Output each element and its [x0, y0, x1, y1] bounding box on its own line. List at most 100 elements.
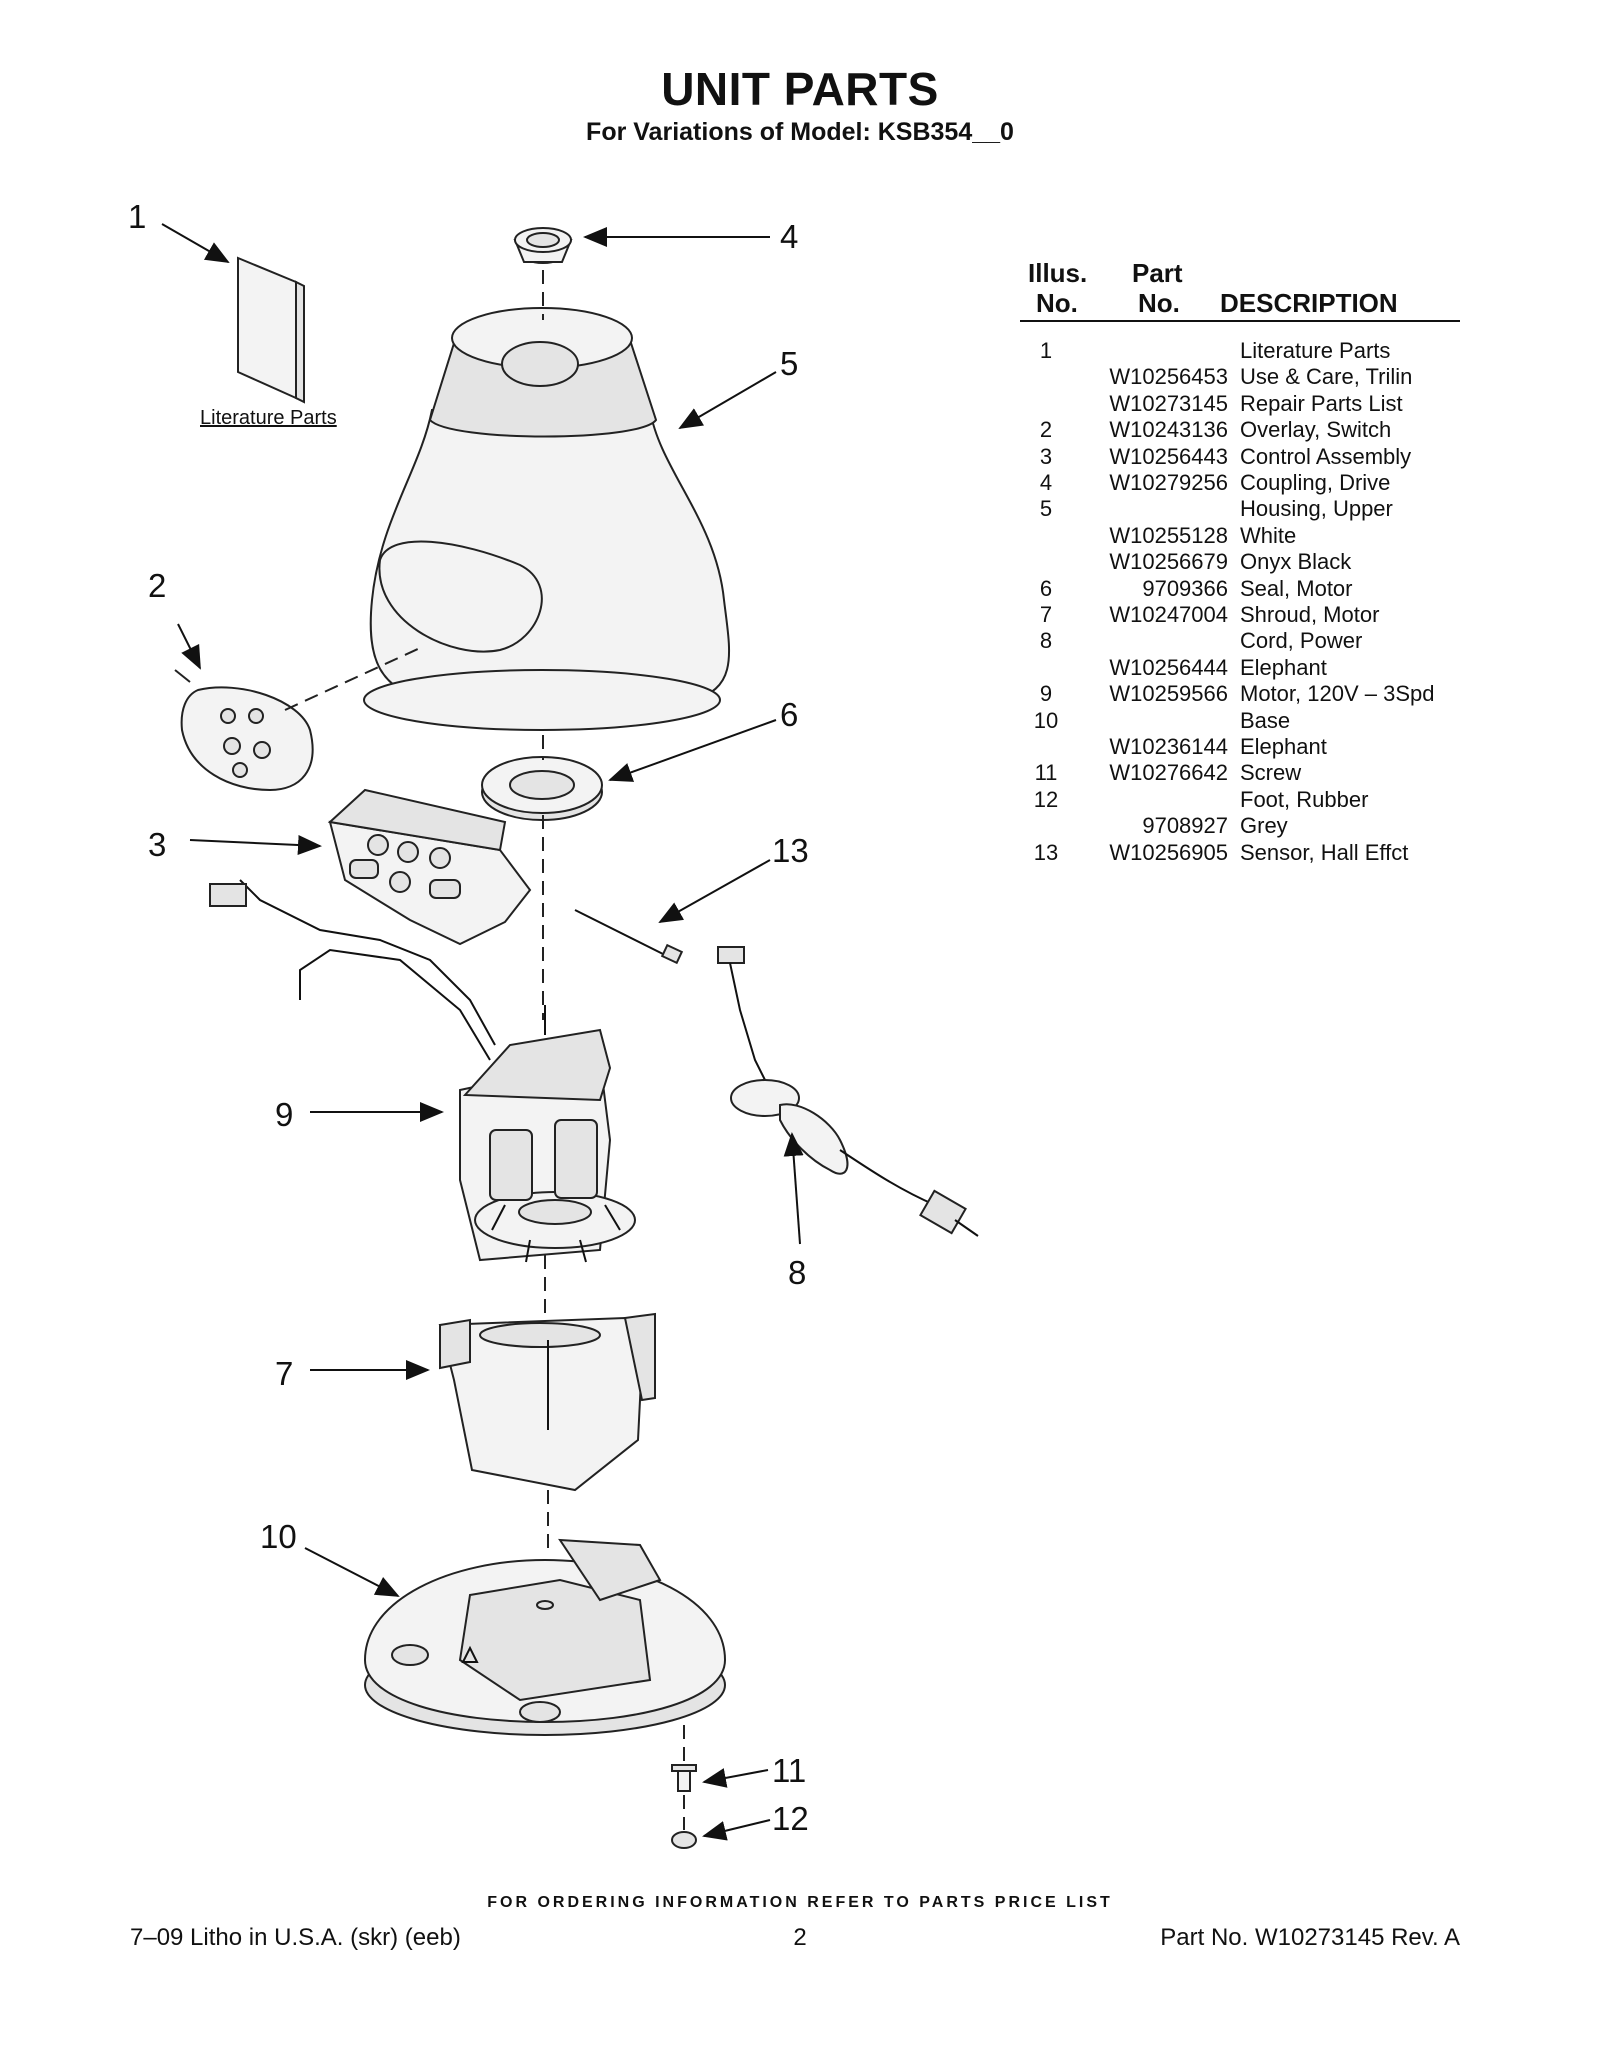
power-cord — [717, 946, 979, 1237]
header-part-line2: No. — [1138, 288, 1180, 318]
ordering-note: FOR ORDERING INFORMATION REFER TO PARTS … — [487, 1894, 1113, 1911]
leader-12 — [702, 1819, 771, 1841]
description-cell: White — [1240, 522, 1297, 548]
rubber-foot — [671, 1831, 697, 1849]
description-cell: Screw — [1240, 760, 1302, 786]
illus-cell: 13 — [1033, 839, 1059, 865]
illus-cell: 11 — [1034, 760, 1058, 786]
callout-5: 5 — [780, 345, 798, 382]
description-cell: Sensor, Hall Effct — [1240, 839, 1409, 865]
illus-cell: 10 — [1033, 707, 1059, 733]
illus-cell: 1 — [1039, 338, 1053, 363]
description-cell: Literature Parts — [1240, 338, 1391, 363]
upper-housing — [363, 307, 730, 731]
part-number-cell: W10259566 — [1109, 681, 1228, 707]
leader-8 — [783, 1132, 804, 1245]
description-cell: Cord, Power — [1240, 628, 1363, 654]
part-number-cell: W10256453 — [1109, 364, 1228, 390]
illus-cell: 4 — [1039, 470, 1053, 495]
part-number-cell: W10256444 — [1109, 654, 1228, 680]
description-cell: Foot, Rubber — [1240, 786, 1369, 812]
description-cell: Base — [1240, 707, 1291, 733]
part-number-cell: 9708927 — [1142, 813, 1228, 839]
illus-cell: 3 — [1039, 443, 1053, 469]
motor-shroud — [438, 1312, 656, 1492]
leader-2 — [177, 623, 201, 670]
description-cell: Elephant — [1240, 654, 1327, 680]
leader-1 — [161, 223, 230, 263]
part-number-cell: W10256679 — [1109, 549, 1228, 575]
illus-cell: 9 — [1039, 681, 1053, 707]
description-cell: Grey — [1240, 813, 1288, 839]
model-subtitle: For Variations of Model: KSB354__0 — [586, 118, 1014, 146]
page-number: 2 — [793, 1924, 807, 1951]
literature-parts-label: Literature Parts — [200, 407, 337, 429]
control-wire — [239, 879, 496, 1046]
footer-part-number: Part No. W10273145 Rev. A — [1160, 1924, 1460, 1951]
base — [363, 1538, 727, 1736]
part-number-cell: W10256443 — [1109, 443, 1228, 469]
description-cell: Control Assembly — [1240, 443, 1412, 469]
switch-overlay — [174, 669, 314, 792]
illus-cell: 5 — [1039, 496, 1053, 522]
part-number-cell: W10276642 — [1109, 760, 1228, 786]
illus-cell: 12 — [1033, 786, 1059, 812]
callout-2: 2 — [148, 567, 166, 604]
callout-10: 10 — [260, 1518, 297, 1555]
part-number-cell: W10243136 — [1109, 417, 1228, 443]
description-cell: Housing, Upper — [1240, 496, 1393, 522]
description-cell: Overlay, Switch — [1240, 417, 1392, 443]
callout-6: 6 — [780, 696, 798, 733]
header-part-line1: Part — [1132, 258, 1183, 288]
leader-13 — [658, 859, 771, 923]
description-cell: Elephant — [1240, 734, 1327, 759]
description-cell: Use & Care, Trilin — [1240, 364, 1413, 390]
motor — [459, 1005, 636, 1263]
hall-sensor — [574, 909, 684, 965]
header-illus-line2: No. — [1036, 288, 1078, 318]
illus-cell: 2 — [1039, 417, 1053, 443]
part-number-cell: W10256905 — [1109, 839, 1228, 865]
motor-wire — [299, 948, 491, 1061]
callout-13: 13 — [772, 832, 809, 869]
callout-11: 11 — [772, 1752, 806, 1789]
header-rule — [1020, 320, 1460, 322]
literature-booklet — [237, 256, 305, 404]
header-illus-line1: Illus. — [1028, 258, 1088, 288]
part-number-cell: W10273145 — [1109, 390, 1228, 416]
callout-3: 3 — [148, 826, 166, 863]
part-number-cell: W10279256 — [1109, 470, 1228, 495]
callout-7: 7 — [275, 1355, 293, 1392]
control-assembly — [327, 788, 532, 946]
callout-4: 4 — [780, 218, 798, 255]
illus-cell: 8 — [1039, 628, 1053, 654]
footer-litho: 7–09 Litho in U.S.A. (skr) (eeb) — [130, 1924, 461, 1951]
callout-1: 1 — [128, 198, 146, 235]
leader-11 — [702, 1768, 769, 1788]
description-cell: Shroud, Motor — [1240, 602, 1380, 627]
leader-3 — [189, 834, 322, 855]
part-number-cell: W10255128 — [1109, 522, 1228, 548]
drive-coupling — [513, 227, 573, 264]
description-cell: Coupling, Drive — [1240, 470, 1391, 495]
header-description: DESCRIPTION — [1220, 288, 1398, 318]
page-title: UNIT PARTS — [661, 63, 939, 115]
callout-12: 12 — [772, 1800, 809, 1837]
leader-10 — [304, 1547, 400, 1597]
motor-seal — [481, 756, 603, 821]
description-cell: Seal, Motor — [1240, 575, 1353, 601]
description-cell: Motor, 120V – 3Spd — [1240, 681, 1435, 707]
part-number-cell: W10247004 — [1109, 602, 1228, 627]
screw — [671, 1764, 697, 1792]
callout-8: 8 — [788, 1254, 806, 1291]
illus-cell: 7 — [1039, 602, 1053, 627]
assembly-line — [284, 647, 421, 711]
description-cell: Onyx Black — [1240, 549, 1352, 575]
part-number-cell: 9709366 — [1142, 575, 1228, 601]
part-number-cell: W10236144 — [1109, 734, 1228, 759]
callout-9: 9 — [275, 1096, 293, 1133]
illus-cell: 6 — [1039, 575, 1053, 601]
leader-6 — [608, 719, 777, 782]
description-cell: Repair Parts List — [1240, 390, 1403, 416]
